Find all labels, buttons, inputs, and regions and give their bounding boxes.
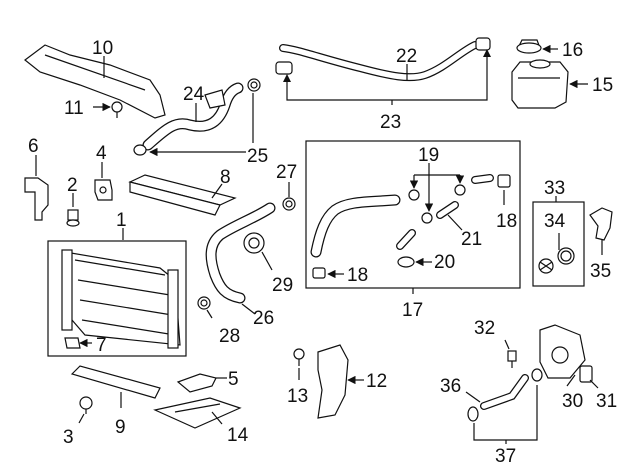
- upper-baffle: [24, 44, 166, 119]
- bracket-23: [286, 55, 488, 101]
- callout-6: 6: [28, 136, 39, 157]
- sensor-bracket: [94, 179, 113, 201]
- callout-18a: 18: [496, 211, 517, 232]
- callout-5: 5: [228, 369, 239, 390]
- callout-20: 20: [434, 252, 455, 273]
- coolant-reservoir: [511, 59, 569, 109]
- callout-9: 9: [115, 417, 126, 438]
- callout-35: 35: [590, 261, 611, 282]
- reservoir-cap: [516, 39, 542, 54]
- bypass-pipe: [467, 368, 543, 422]
- bolt-32: [507, 350, 517, 368]
- callout-2: 2: [67, 175, 78, 196]
- clamp-28: [197, 296, 211, 310]
- leader-8: [211, 183, 223, 199]
- callout-32: 32: [474, 318, 495, 339]
- leader-29: [261, 251, 273, 271]
- callout-3: 3: [63, 427, 74, 448]
- callout-17: 17: [402, 300, 423, 321]
- callout-16: 16: [562, 40, 583, 61]
- small-bracket: [176, 373, 217, 393]
- callout-31: 31: [596, 391, 617, 412]
- water-pump-box: [532, 201, 585, 287]
- leader-30: [566, 374, 576, 387]
- heater-clamps: [312, 174, 511, 279]
- callout-14: 14: [227, 425, 249, 446]
- water-pump-housing: [539, 324, 586, 379]
- radiator-box: [47, 240, 187, 357]
- callout-29: 29: [272, 275, 293, 296]
- clamp-27: [282, 197, 296, 211]
- lower-deflector: [317, 344, 349, 419]
- lower-baffle: [70, 365, 161, 399]
- callout-34: 34: [544, 211, 566, 232]
- lower-radiator-hose: [205, 202, 276, 304]
- callout-7: 7: [96, 335, 107, 356]
- callout-24: 24: [183, 84, 205, 105]
- air-seal: [128, 174, 237, 216]
- callout-22: 22: [396, 46, 417, 67]
- leader-36: [465, 391, 481, 403]
- heater-small-hose: [396, 174, 494, 250]
- upper-radiator-hose: [133, 82, 244, 156]
- bolt-13: [293, 348, 305, 366]
- side-bracket: [24, 177, 49, 221]
- callout-21: 21: [461, 229, 482, 250]
- leader-32: [504, 339, 510, 350]
- bracket-37: [473, 385, 538, 441]
- push-pin: [111, 101, 123, 118]
- temp-sensor: [64, 337, 81, 349]
- drain-plug: [79, 396, 93, 414]
- callout-1: 1: [116, 210, 127, 231]
- leader-28: [206, 309, 213, 319]
- thermostat-33: [538, 258, 554, 274]
- leader-3: [78, 413, 85, 424]
- lower-shield: [153, 397, 242, 429]
- callout-37: 37: [495, 446, 516, 467]
- callout-26: 26: [253, 308, 274, 329]
- thermostat: [243, 232, 265, 254]
- callout-27: 27: [276, 162, 297, 183]
- callout-13: 13: [287, 386, 308, 407]
- bolt: [66, 209, 80, 227]
- callout-30: 30: [562, 391, 583, 412]
- callout-23: 23: [380, 112, 401, 133]
- callout-25: 25: [247, 146, 268, 167]
- callout-8: 8: [220, 167, 231, 188]
- callout-4: 4: [96, 143, 107, 164]
- vent-hose: [275, 37, 491, 82]
- callout-18b: 18: [347, 265, 368, 286]
- callout-28: 28: [219, 326, 240, 347]
- callout-36: 36: [440, 376, 461, 397]
- callout-19: 19: [418, 145, 439, 166]
- callout-15: 15: [592, 75, 613, 96]
- leader-21: [447, 214, 463, 231]
- radiator: [61, 249, 181, 349]
- callout-12: 12: [366, 371, 387, 392]
- coolant-outlet: [589, 207, 613, 241]
- leader-31: [589, 379, 599, 389]
- leader-26: [241, 303, 256, 315]
- callout-10: 10: [92, 38, 113, 59]
- heater-hose-main: [310, 194, 401, 258]
- gasket-34: [557, 247, 575, 265]
- leader-14: [211, 411, 223, 425]
- sensor-31: [579, 365, 593, 383]
- hose-clamps: [247, 78, 261, 92]
- callout-33: 33: [544, 178, 565, 199]
- callout-11: 11: [64, 98, 84, 119]
